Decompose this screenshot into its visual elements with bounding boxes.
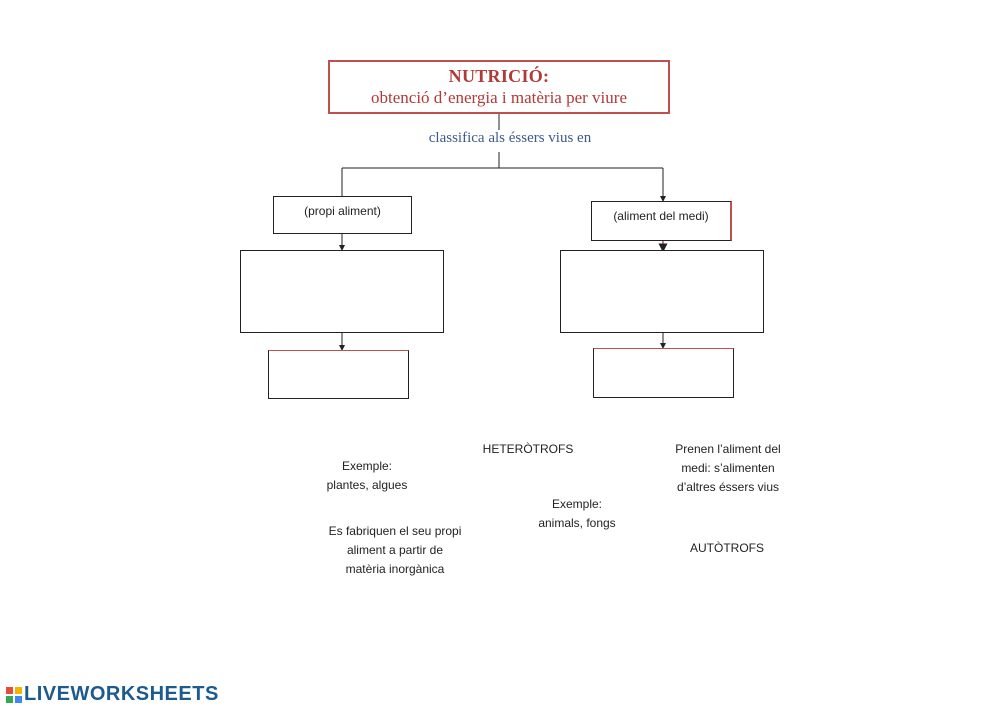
word-line: Exemple: — [551, 497, 603, 511]
word-line: HETERÒTROFS — [482, 442, 574, 456]
word-line: matèria inorgànica — [345, 562, 445, 576]
word-line: medi: s’alimenten — [681, 461, 775, 475]
word-line: Exemple: — [341, 459, 393, 473]
liveworksheets-logo: LIVEWORKSHEETS — [6, 683, 219, 706]
word-line: aliment a partir de — [346, 543, 444, 557]
right-category-label: (aliment del medi) — [613, 209, 709, 223]
right-category-box[interactable]: (aliment del medi) — [591, 201, 732, 241]
draggable-autotrophs[interactable]: AUTÒTROFS — [672, 539, 782, 558]
word-line: animals, fongs — [538, 516, 616, 530]
draggable-autotroph-definition[interactable]: Es fabriquen el seu propi aliment a part… — [310, 522, 480, 579]
left-definition-drop-box[interactable] — [240, 250, 444, 333]
draggable-heterotroph-definition[interactable]: Prenen l’aliment del medi: s’alimenten d… — [660, 440, 796, 497]
draggable-example-autotrophs[interactable]: Exemple: plantes, algues — [312, 457, 422, 495]
logo-text: LIVEWORKSHEETS — [24, 683, 219, 705]
left-category-box[interactable]: (propi aliment) — [273, 196, 412, 234]
word-line: plantes, algues — [326, 478, 408, 492]
right-definition-drop-box[interactable] — [560, 250, 764, 333]
draggable-heterotrophs[interactable]: HETERÒTROFS — [473, 440, 583, 459]
diagram-subtitle: obtenció d’energia i matèria per viure — [371, 88, 627, 107]
word-line: Prenen l’aliment del — [675, 442, 781, 456]
word-line: Es fabriquen el seu propi — [328, 524, 462, 538]
logo-mark-icon — [6, 686, 22, 703]
draggable-example-heterotrophs[interactable]: Exemple: animals, fongs — [522, 495, 632, 533]
left-category-label: (propi aliment) — [304, 204, 381, 218]
left-example-drop-box[interactable] — [268, 350, 409, 399]
title-box: NUTRICIÓ: obtenció d’energia i matèria p… — [328, 60, 670, 114]
word-line: AUTÒTROFS — [690, 541, 764, 555]
word-line: d’altres éssers vius — [676, 480, 780, 494]
connector-label: classifica als éssers vius en — [428, 130, 592, 146]
right-example-drop-box[interactable] — [593, 348, 734, 398]
diagram-title: NUTRICIÓ: — [448, 66, 550, 86]
